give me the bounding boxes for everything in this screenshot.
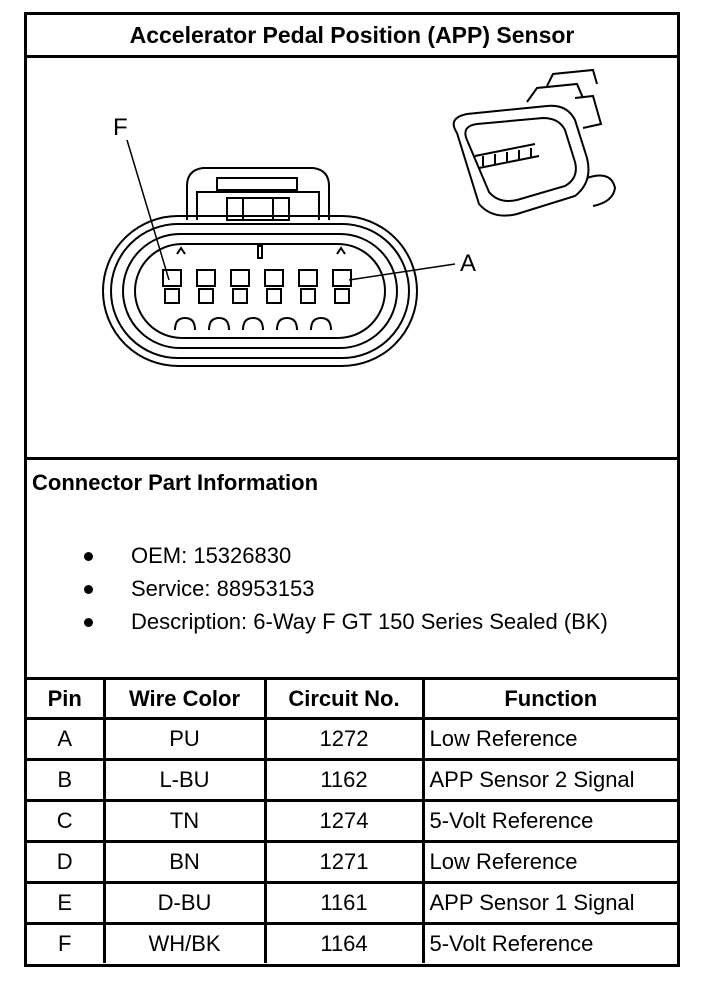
circuit-cell: 1272 bbox=[263, 717, 425, 761]
service-number: Service: 88953153 bbox=[131, 576, 315, 601]
wire-color-cell: PU bbox=[102, 717, 267, 761]
function-cell: Low Reference bbox=[421, 840, 677, 884]
pin-cell: E bbox=[27, 881, 106, 925]
wire-color-cell: L-BU bbox=[102, 758, 267, 802]
pin-cell: D bbox=[27, 840, 106, 884]
bullet-icon bbox=[84, 618, 93, 627]
circuit-cell: 1161 bbox=[263, 881, 425, 925]
table-row: D BN 1271 Low Reference bbox=[27, 840, 677, 884]
connector-part-info: Connector Part Information OEM: 15326830… bbox=[27, 460, 677, 680]
wire-color-cell: D-BU bbox=[102, 881, 267, 925]
list-item: Description: 6-Way F GT 150 Series Seale… bbox=[27, 605, 608, 638]
circuit-cell: 1162 bbox=[263, 758, 425, 802]
pin-cell: A bbox=[27, 717, 106, 761]
wire-color-cell: WH/BK bbox=[102, 922, 267, 963]
table-row: F WH/BK 1164 5-Volt Reference bbox=[27, 922, 677, 963]
connector-sheet: Accelerator Pedal Position (APP) Sensor bbox=[24, 12, 680, 967]
table-row: B L-BU 1162 APP Sensor 2 Signal bbox=[27, 758, 677, 802]
circuit-cell: 1164 bbox=[263, 922, 425, 963]
pin-cell: F bbox=[27, 922, 106, 963]
table-row: E D-BU 1161 APP Sensor 1 Signal bbox=[27, 881, 677, 925]
oem-number: OEM: 15326830 bbox=[131, 543, 292, 568]
function-cell: Low Reference bbox=[421, 717, 677, 761]
wire-color-cell: BN bbox=[102, 840, 267, 884]
circuit-cell: 1274 bbox=[263, 799, 425, 843]
list-item: OEM: 15326830 bbox=[27, 539, 608, 572]
table-row: A PU 1272 Low Reference bbox=[27, 717, 677, 761]
list-item: Service: 88953153 bbox=[27, 572, 608, 605]
pin-cell: B bbox=[27, 758, 106, 802]
bullet-icon bbox=[84, 552, 93, 561]
pin-f-callout: F bbox=[113, 114, 128, 141]
connector-face-drawing bbox=[102, 68, 617, 367]
circuit-cell: 1271 bbox=[263, 840, 425, 884]
header-function: Function bbox=[421, 680, 677, 720]
function-cell: 5-Volt Reference bbox=[421, 922, 677, 963]
wire-color-cell: TN bbox=[102, 799, 267, 843]
pin-cell: C bbox=[27, 799, 106, 843]
function-cell: 5-Volt Reference bbox=[421, 799, 677, 843]
bullet-icon bbox=[84, 585, 93, 594]
table-row: C TN 1274 5-Volt Reference bbox=[27, 799, 677, 843]
header-wire-color: Wire Color bbox=[102, 680, 267, 720]
connector-description: Description: 6-Way F GT 150 Series Seale… bbox=[131, 609, 608, 634]
function-cell: APP Sensor 1 Signal bbox=[421, 881, 677, 925]
part-info-list: OEM: 15326830 Service: 88953153 Descript… bbox=[27, 539, 608, 638]
connector-figure: F A bbox=[27, 58, 677, 460]
page-title: Accelerator Pedal Position (APP) Sensor bbox=[27, 15, 677, 58]
pinout-table: Pin Wire Color Circuit No. Function A PU… bbox=[27, 680, 677, 963]
function-cell: APP Sensor 2 Signal bbox=[421, 758, 677, 802]
header-pin: Pin bbox=[27, 680, 106, 720]
pin-a-callout: A bbox=[460, 250, 477, 277]
header-circuit-no: Circuit No. bbox=[263, 680, 425, 720]
info-heading: Connector Part Information bbox=[32, 470, 319, 495]
table-header-row: Pin Wire Color Circuit No. Function bbox=[27, 680, 677, 720]
